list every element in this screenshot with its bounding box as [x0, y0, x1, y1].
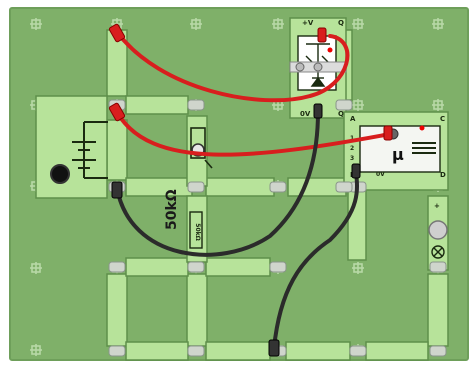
black-wire-left	[115, 110, 320, 257]
battery-cell-icon	[72, 121, 108, 179]
track-mid-lower-2	[205, 257, 271, 277]
opto-qbar-label: Q̄	[338, 109, 344, 118]
battery-module[interactable]	[35, 95, 108, 199]
terminal-cross-icon	[352, 262, 364, 274]
resistor-value-label: 50kΩ	[164, 189, 180, 230]
track-mid-lower	[186, 273, 208, 347]
connector-joint	[269, 261, 287, 273]
black-wire-right	[272, 170, 359, 350]
micro-2-label: 2	[350, 145, 354, 152]
micro-led	[419, 125, 425, 131]
track-horizontal-mid	[205, 177, 275, 197]
track-bottom-3	[285, 341, 351, 361]
plug-red-opto	[317, 27, 327, 43]
plug-red-top	[108, 23, 126, 43]
plug-red-mid	[108, 102, 126, 122]
micro-d-label: D	[440, 171, 446, 179]
track-right-lower	[427, 273, 449, 347]
battery-knob	[50, 164, 70, 184]
connector-joint	[108, 261, 126, 273]
track-top-horizontal	[125, 95, 189, 115]
terminal-cross-icon	[352, 99, 364, 111]
plug-black-opto	[313, 103, 323, 119]
connector-joint	[349, 345, 367, 357]
plug-black-left	[111, 181, 123, 199]
track-left-lower	[106, 273, 128, 347]
micro-3-label: 3	[350, 155, 354, 162]
micro-mu-label: μ	[392, 145, 404, 164]
resistor-module[interactable]: 50kΩ 50kΩ	[164, 189, 208, 263]
terminal-cross-icon	[30, 18, 42, 30]
plug-red-micro	[383, 125, 393, 141]
red-wire-middle	[115, 110, 392, 157]
track-bottom-4	[365, 341, 429, 361]
opto-screw-2	[313, 62, 323, 72]
terminal-cross-icon	[190, 18, 202, 30]
terminal-cross-icon	[432, 99, 444, 111]
terminal-cross-icon	[432, 18, 444, 30]
lamp-module[interactable]: +	[427, 195, 449, 271]
connector-joint	[269, 181, 287, 193]
track-bottom-2	[205, 341, 271, 361]
track-mid-vertical	[106, 119, 128, 181]
track-bottom-1	[125, 341, 189, 361]
opto-led-dot	[327, 47, 333, 53]
lamp-bulb	[428, 220, 448, 240]
micro-module[interactable]: μ A B C D 1 2 3 0V	[343, 111, 449, 191]
opto-zero-v-label: 0V	[300, 110, 311, 118]
resistor-body-label: 50kΩ	[194, 223, 201, 240]
track-horizontal-left	[125, 177, 193, 197]
opto-q-label: Q	[338, 19, 344, 27]
plug-black-bottom	[268, 339, 280, 357]
wires	[115, 30, 392, 350]
micro-0v-label: 0V	[376, 171, 385, 178]
lamp-cross-icon	[431, 245, 445, 259]
terminal-cross-icon	[30, 344, 42, 356]
terminal-cross-icon	[30, 262, 42, 274]
connector-joint	[187, 181, 205, 193]
connector-joint	[187, 345, 205, 357]
connector-joint	[335, 181, 353, 193]
terminal-cross-icon	[272, 18, 284, 30]
micro-c-label: C	[440, 115, 445, 123]
connector-joint	[429, 261, 447, 273]
micro-1-label: 1	[350, 135, 354, 142]
red-wire-top	[115, 30, 350, 103]
connector-joint	[108, 345, 126, 357]
lamp-plus-label: +	[434, 202, 440, 210]
opto-screw-1	[295, 62, 305, 72]
terminal-cross-icon	[352, 18, 364, 30]
micro-a-label: A	[350, 115, 356, 123]
connector-joint	[429, 345, 447, 357]
wire-plugs	[108, 23, 393, 357]
connector-joint	[187, 99, 205, 111]
opto-plus-v-label: +V	[302, 19, 314, 27]
connector-joint	[335, 99, 353, 111]
plug-black-micro	[351, 163, 361, 179]
resistor-body	[189, 211, 203, 249]
track-mid-lower-1	[125, 257, 189, 277]
connector-joint	[187, 261, 205, 273]
micro-dots-pattern	[412, 142, 436, 154]
